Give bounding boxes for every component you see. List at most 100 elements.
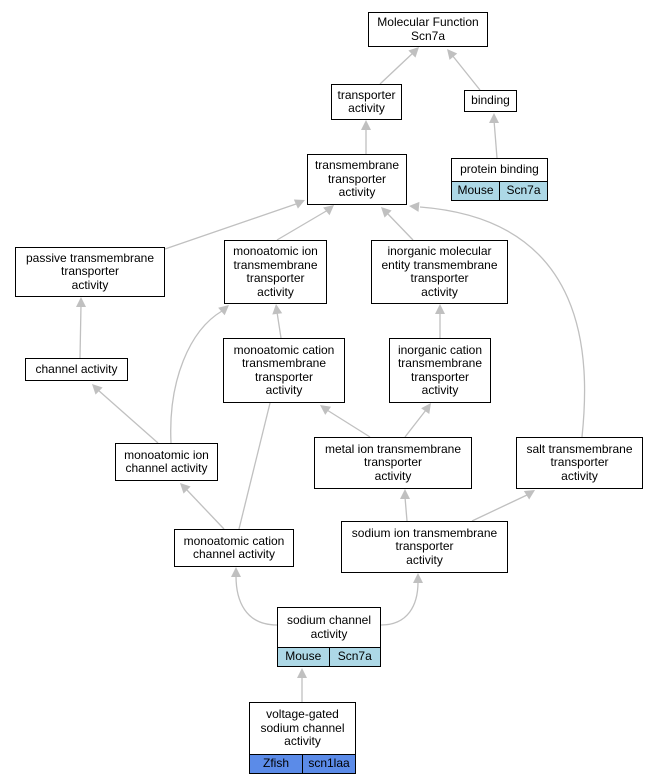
node-label-line: entity transmembrane	[381, 257, 498, 272]
gene-tag[interactable]: Scn7a	[328, 648, 380, 666]
edge-line	[164, 203, 297, 250]
node-label-line: transporter	[327, 171, 386, 186]
species-tag[interactable]: Mouse	[278, 648, 329, 666]
edge-line	[404, 409, 427, 438]
node-label-line: transmembrane	[314, 158, 400, 173]
node-channel-activity[interactable]: channel activity	[25, 358, 128, 381]
node-label-line: metal ion transmembrane	[324, 441, 462, 456]
edge-arrowhead	[408, 47, 419, 58]
node-label-line: sodium ion transmembrane	[351, 525, 498, 540]
node-label-line: monoatomic ion	[124, 447, 209, 462]
node-label-line: sodium channel	[260, 720, 345, 735]
node-label-line: monoatomic cation	[233, 342, 335, 357]
edge-line	[238, 394, 273, 530]
edge-arrowhead	[218, 305, 229, 316]
node-label-line: activity	[265, 383, 303, 397]
edge-arrowhead	[293, 199, 305, 209]
edge-line	[419, 206, 586, 438]
node-label-line: salt transmembrane	[526, 441, 633, 456]
edge-line	[326, 409, 371, 438]
node-binding[interactable]: binding	[464, 90, 517, 112]
edge-arrowhead	[297, 668, 307, 678]
node-label-line: transporter	[337, 87, 396, 102]
node-label: channel activity	[26, 359, 127, 380]
edge-arrowhead	[421, 403, 431, 415]
node-label-line: inorganic cation	[397, 342, 483, 357]
node-label-line: activity	[421, 284, 458, 299]
edge-arrowhead	[272, 304, 283, 315]
edge-arrowhead	[489, 113, 499, 123]
node-label-line: transporter	[254, 369, 314, 384]
node-label-line: transporter	[550, 455, 609, 470]
node-label-line: activity	[421, 383, 459, 397]
edge-arrowhead	[409, 201, 420, 212]
edge-arrowhead	[231, 567, 241, 577]
node-label-line: activity	[348, 101, 385, 115]
node-label-line: Molecular Function	[377, 15, 479, 29]
node-label-line: channel activity	[125, 461, 208, 475]
species-tag[interactable]: Zfish	[250, 755, 302, 773]
edge-line	[170, 310, 223, 444]
node-label-line: transporter	[363, 455, 423, 470]
node-label-line: binding	[471, 93, 510, 108]
species-tag[interactable]: Mouse	[452, 182, 499, 200]
node-label-line: transmembrane	[241, 356, 327, 370]
node-label-line: monoatomic ion	[233, 244, 318, 258]
edge-line	[185, 488, 225, 530]
node-label-line: transporter	[246, 271, 305, 285]
edge-arrowhead	[76, 297, 86, 307]
node-label-line: Scn7a	[410, 28, 445, 43]
edge-arrowhead	[400, 489, 410, 499]
edge-arrowhead	[413, 573, 423, 583]
edge-arrowhead	[92, 384, 103, 395]
node-label-line: activity	[406, 552, 443, 567]
node-label-line: channel activity	[192, 547, 276, 561]
edge-line	[404, 496, 408, 522]
gene-tag[interactable]: Scn7a	[499, 182, 547, 200]
edge-arrowhead	[361, 120, 371, 130]
gene-tag[interactable]: scn1laa	[302, 755, 355, 773]
node-label-line: transporter	[410, 271, 469, 285]
edge-arrowhead	[435, 304, 445, 314]
edge-line	[380, 581, 419, 626]
edge-arrowhead	[523, 490, 535, 500]
edge-arrowhead	[381, 207, 392, 218]
edge-line	[97, 389, 159, 444]
node-label: protein binding	[452, 159, 547, 181]
edge-arrowhead	[320, 405, 332, 415]
edge-line	[79, 304, 82, 359]
node-label-line: activity	[284, 734, 321, 749]
node-label-line: transporter	[395, 539, 454, 554]
node-label-line: transmembrane	[233, 257, 318, 272]
node-label-line: passive transmembrane	[25, 250, 155, 265]
edge-line	[235, 575, 278, 626]
